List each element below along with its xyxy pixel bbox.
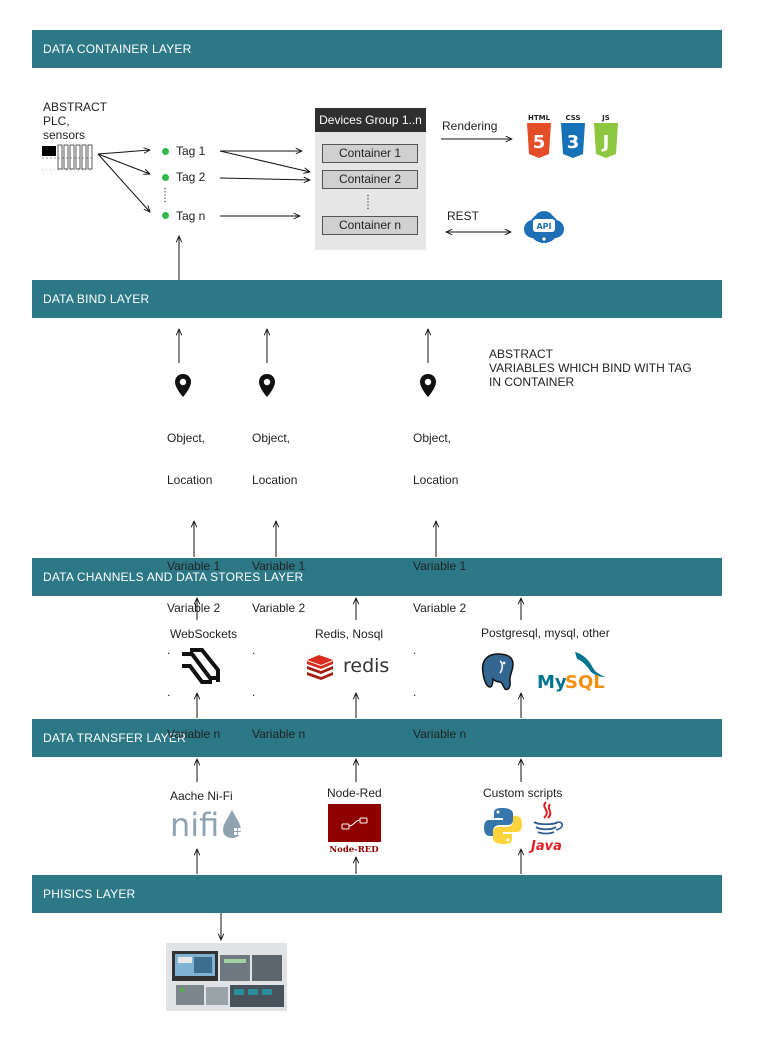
tag-label: Tag n — [176, 209, 206, 223]
bind-column-1: Object, Location Variable 1 Variable 2 .… — [167, 403, 220, 755]
layer-title: DATA BIND LAYER — [43, 292, 150, 306]
sql-label: Postgresql, mysql, other — [481, 626, 610, 640]
rendering-label: Rendering — [442, 119, 498, 133]
plc-rack-icon — [42, 144, 94, 171]
variable-label: Variable 2 — [252, 601, 306, 615]
nifi-icon: nifi — [170, 806, 241, 840]
ellipsis-dot: . — [167, 685, 171, 699]
container-box: Container 2 — [322, 170, 418, 189]
variable-label: Variable n — [413, 727, 467, 741]
ellipsis-dot: . — [413, 685, 417, 699]
js-badge-label: JS — [601, 114, 610, 122]
websocket-icon — [182, 648, 220, 684]
nifi-logo-text: nifi — [170, 806, 219, 840]
web-tech-badges: HTML 5 CSS 3 JS J — [527, 114, 618, 158]
css3-icon — [561, 123, 585, 158]
variable-label: Variable 1 — [167, 559, 221, 573]
html5-icon — [527, 123, 551, 158]
css3-badge-label: CSS — [565, 114, 580, 122]
html5-badge-label: HTML — [528, 114, 551, 122]
abstract-label-3: sensors — [43, 128, 86, 142]
mysql-icon: My SQL — [537, 652, 605, 693]
html5-number: 5 — [533, 132, 546, 153]
tag-dot — [162, 148, 169, 155]
rest-label: REST — [447, 209, 480, 223]
layer-band-channels: DATA CHANNELS AND DATA STORES LAYER — [32, 558, 722, 596]
ellipsis-dot: . — [167, 643, 171, 657]
ellipsis-dot: . — [252, 643, 256, 657]
siemens-hardware-icon — [166, 943, 287, 1011]
postgresql-icon — [481, 653, 514, 691]
object-label: Object, — [167, 431, 206, 445]
node-red-icon: Node-RED — [328, 804, 381, 854]
bind-column-3: Object, Location Variable 1 Variable 2 .… — [413, 403, 466, 755]
websockets-label: WebSockets — [170, 627, 238, 641]
variable-label: Variable n — [252, 727, 306, 741]
ellipsis-dot: . — [252, 685, 256, 699]
variable-label: Variable 2 — [413, 601, 467, 615]
nodered-logo-text: Node-RED — [329, 845, 379, 854]
nifi-label: Aache Ni-Fi — [170, 789, 233, 803]
variable-label: Variable 1 — [252, 559, 306, 573]
location-label: Location — [252, 473, 298, 487]
tag-dot — [162, 174, 169, 181]
bind-column-2: Object, Location Variable 1 Variable 2 .… — [252, 403, 305, 755]
tag-dot — [162, 212, 169, 219]
layer-band-bind: DATA BIND LAYER — [32, 280, 722, 318]
svg-text:J: J — [601, 132, 610, 153]
scripts-label: Custom scripts — [483, 786, 563, 800]
container-box: Container 1 — [322, 144, 418, 163]
python-icon — [484, 808, 522, 844]
bind-note-2: VARIABLES WHICH BIND WITH TAG — [489, 361, 692, 375]
variable-label: Variable n — [167, 727, 221, 741]
location-label: Location — [413, 473, 459, 487]
api-cloud-icon: API — [524, 211, 564, 243]
java-icon: Java — [528, 801, 564, 854]
ellipsis-dot: . — [413, 643, 417, 657]
layer-band-transfer: DATA TRANSFER LAYER — [32, 719, 722, 757]
layer-title: DATA CONTAINER LAYER — [43, 42, 192, 56]
layer-band-container: DATA CONTAINER LAYER — [32, 30, 722, 68]
layer-title: PHISICS LAYER — [43, 887, 136, 901]
tag-label: Tag 2 — [176, 170, 206, 184]
tag-label: Tag 1 — [176, 144, 206, 158]
abstract-label-1: ABSTRACT — [43, 100, 108, 114]
variable-label: Variable 2 — [167, 601, 221, 615]
mysql-sql-text: SQL — [565, 672, 605, 693]
abstract-label-2: PLC, — [43, 114, 70, 128]
object-label: Object, — [252, 431, 291, 445]
js-icon — [594, 123, 618, 158]
object-label: Object, — [413, 431, 452, 445]
mysql-my-text: My — [537, 672, 567, 693]
bind-note-1: ABSTRACT — [489, 347, 554, 361]
location-pin-icon — [420, 374, 436, 397]
location-pin-icon — [175, 374, 191, 397]
layer-band-physics: PHISICS LAYER — [32, 875, 722, 913]
layer-title: DATA TRANSFER LAYER — [43, 731, 186, 745]
css3-number: 3 — [567, 132, 580, 153]
location-label: Location — [167, 473, 213, 487]
layer-title: DATA CHANNELS AND DATA STORES LAYER — [43, 570, 304, 584]
location-pin-icon — [259, 374, 275, 397]
redis-label: Redis, Nosql — [315, 627, 384, 641]
redis-icon: redis — [307, 655, 389, 680]
redis-logo-text: redis — [343, 655, 389, 677]
bind-note-3: IN CONTAINER — [489, 375, 575, 389]
nodered-label: Node-Red — [327, 786, 382, 800]
devices-group-title: Devices Group 1..n — [315, 108, 426, 132]
api-label: API — [536, 222, 551, 231]
container-box: Container n — [322, 216, 418, 235]
variable-label: Variable 1 — [413, 559, 467, 573]
java-logo-text: Java — [528, 839, 562, 854]
